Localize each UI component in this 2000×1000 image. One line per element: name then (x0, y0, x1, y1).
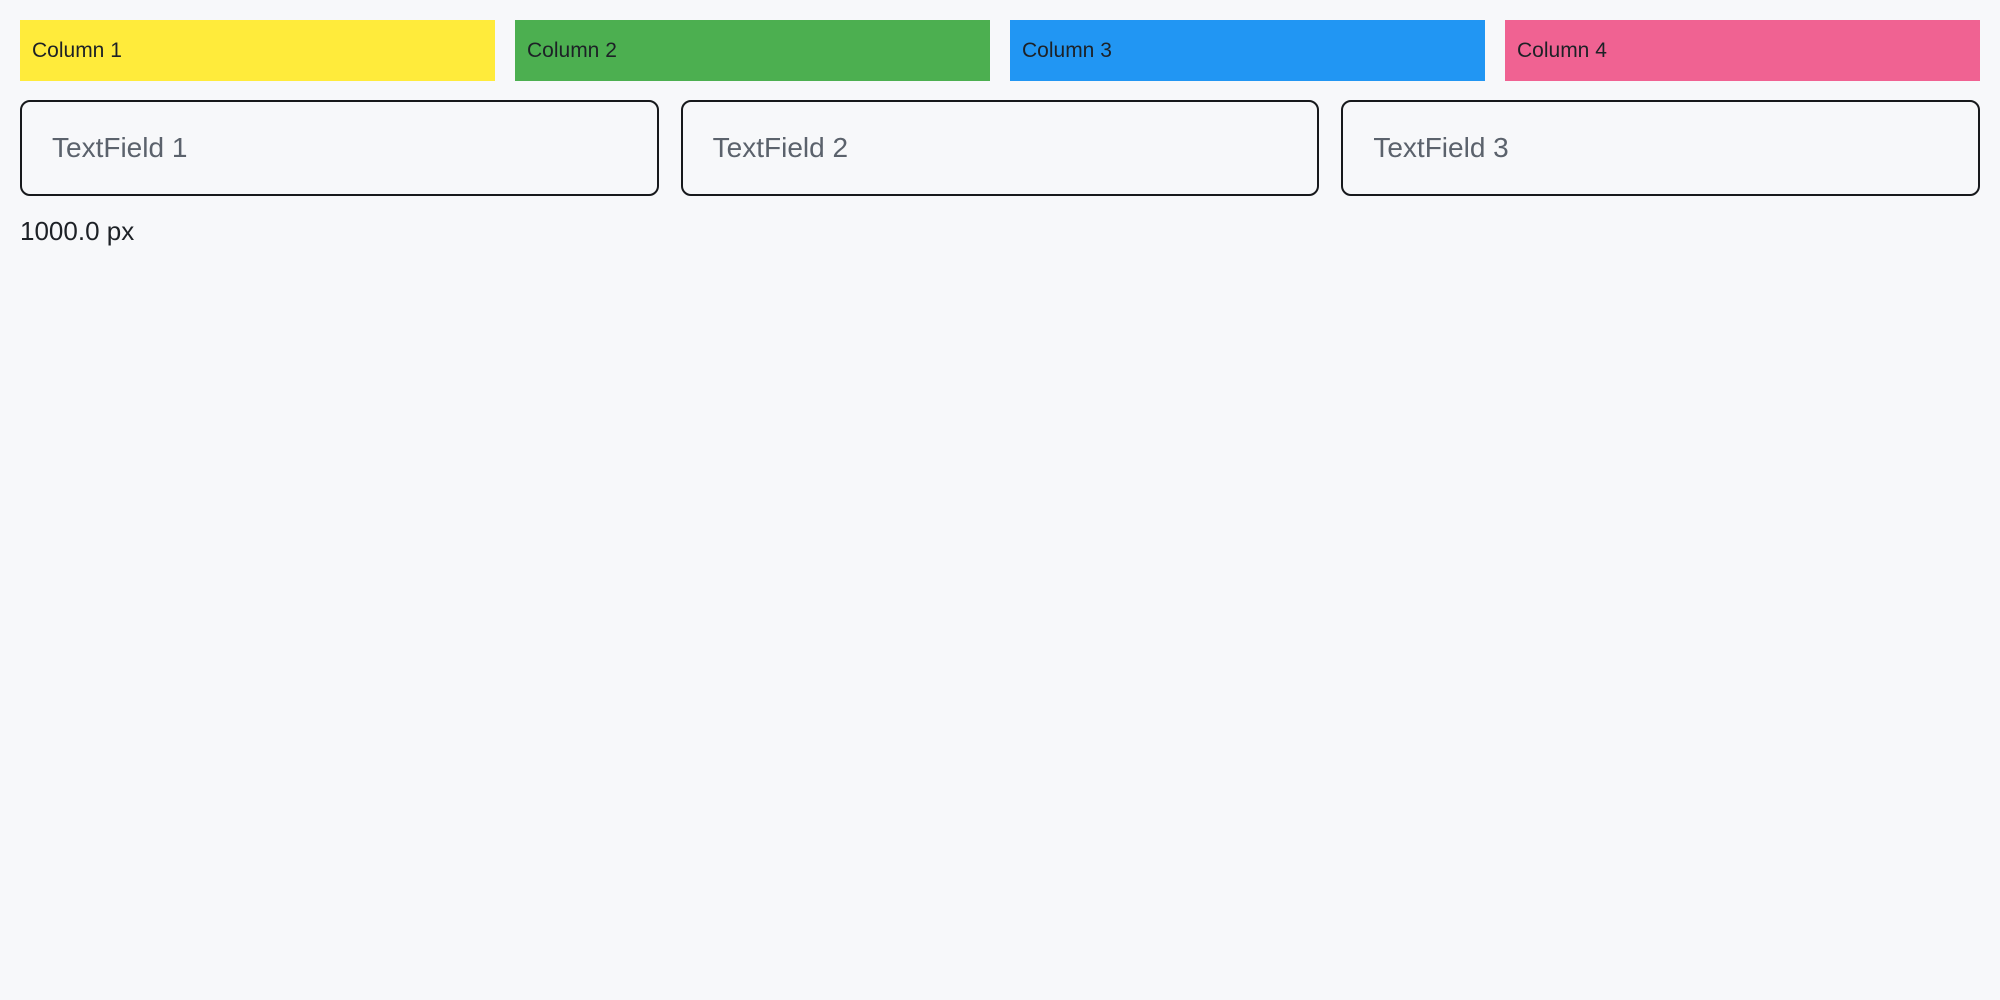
column-2-label: Column 2 (527, 38, 617, 62)
textfield-1[interactable] (20, 100, 659, 196)
column-row: Column 1 Column 2 Column 3 Column 4 (20, 20, 1980, 81)
textfield-row (20, 100, 1981, 196)
textfield-2[interactable] (680, 100, 1320, 196)
column-1-label: Column 1 (32, 38, 122, 62)
column-3-label: Column 3 (1022, 38, 1112, 62)
column-4: Column 4 (1505, 20, 1980, 81)
column-2: Column 2 (515, 20, 990, 81)
width-readout: 1000.0 px (20, 216, 135, 246)
textfield-3[interactable] (1341, 100, 1981, 196)
column-4-label: Column 4 (1517, 38, 1607, 62)
column-1: Column 1 (20, 20, 495, 81)
column-3: Column 3 (1010, 20, 1485, 81)
